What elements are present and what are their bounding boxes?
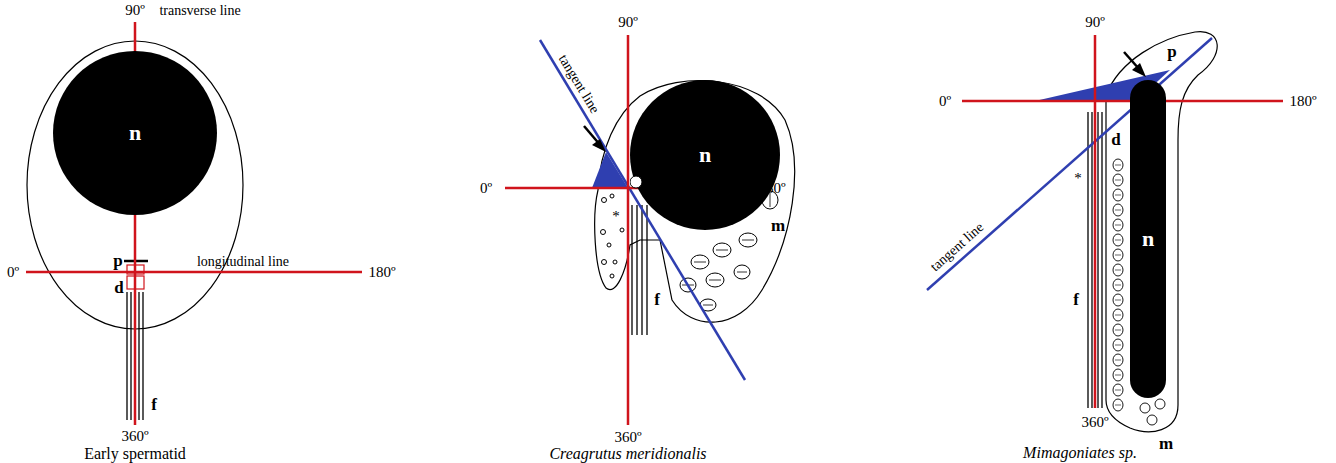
angle-label: 0º [7, 264, 19, 281]
angle-label: 180º [1289, 93, 1316, 110]
line-label: transverse line [159, 3, 240, 18]
angle-label: 0º [939, 93, 951, 110]
asterisk: * [612, 208, 620, 225]
part-letter: f [1073, 291, 1079, 310]
angle-label: 180º [758, 180, 785, 197]
angle-label: 90º [618, 14, 638, 31]
part-letter: d [1111, 131, 1120, 150]
caption: Mimagoniates sp. [1023, 444, 1137, 462]
vesicles [601, 194, 625, 278]
longitudinal-line [26, 271, 362, 274]
angle-label: 90º [1085, 14, 1105, 31]
angle-label: 180º [368, 264, 395, 281]
angle-label: 360º [614, 429, 641, 446]
part-letter: f [151, 396, 157, 415]
nucleus-letter: n [129, 121, 141, 145]
line-label: tangent line [927, 219, 986, 274]
asterisk: * [1074, 170, 1082, 187]
flagellum [632, 205, 647, 335]
part-letter: f [654, 291, 660, 310]
longitudinal-line [962, 100, 1283, 103]
angle-label: 90º [125, 2, 145, 19]
caption: Early spermatid [84, 445, 186, 463]
tangent-line [927, 38, 1212, 290]
nucleus-letter: n [1142, 227, 1154, 251]
nucleus-letter: n [699, 143, 711, 167]
part-letter: p [1167, 43, 1176, 62]
arrow-head [1132, 63, 1146, 77]
caption: Creagrutus meridionalis [549, 445, 706, 463]
angle-label: 360º [121, 428, 148, 445]
nucleus: n [53, 51, 217, 215]
arrow-head [592, 139, 606, 152]
angle-label: 360º [1081, 414, 1108, 431]
angle-label: 0º [480, 180, 492, 197]
nucleus: n [1130, 80, 1166, 398]
cell-outline [595, 81, 795, 323]
transverse-line [1094, 35, 1097, 408]
line-label: longitudinal line [197, 254, 289, 269]
part-letter: p [113, 252, 122, 271]
nucleus: n [630, 80, 780, 230]
part-letter: m [771, 217, 785, 236]
transverse-line [627, 35, 630, 425]
part-letter: d [114, 279, 123, 298]
part-letter: m [1159, 435, 1173, 454]
